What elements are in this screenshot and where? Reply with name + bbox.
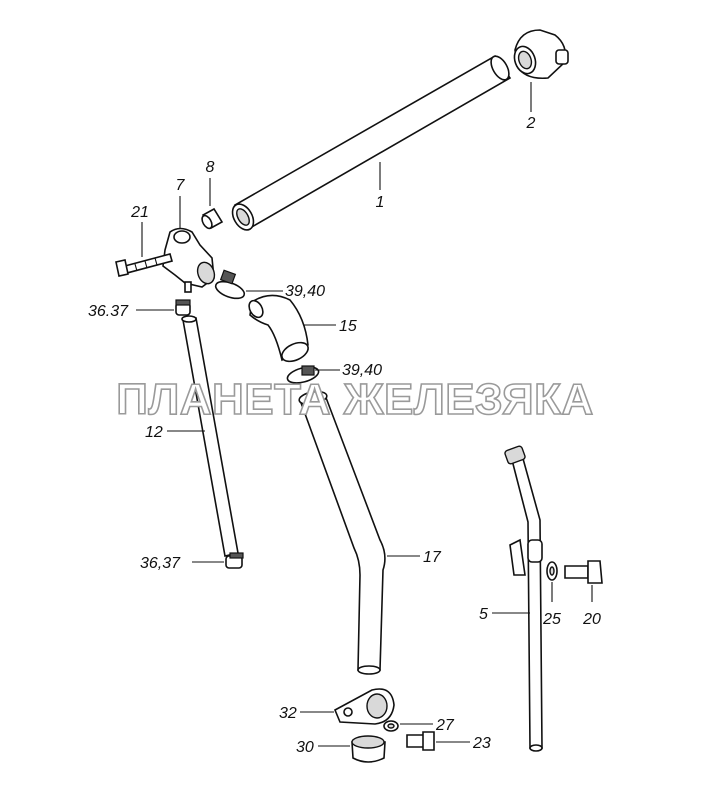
- callout-17: 17: [423, 549, 442, 566]
- callout-36-37-top: 36.37: [88, 303, 129, 320]
- callout-1: 1: [376, 194, 385, 211]
- part-39-40-clamp-bottom: [286, 365, 320, 384]
- callout-30: 30: [296, 739, 314, 756]
- part-2-fitting: [513, 29, 569, 80]
- part-32-clamp: [333, 688, 395, 725]
- callout-32: 32: [279, 705, 297, 722]
- callout-2: 2: [526, 115, 536, 132]
- callout-20: 20: [582, 611, 601, 628]
- part-12-thin-tube: [181, 315, 239, 557]
- part-25-washer: [546, 561, 558, 581]
- part-15-elbow-hose: [248, 294, 309, 363]
- callout-25: 25: [542, 611, 561, 628]
- callout-5: 5: [479, 606, 488, 623]
- callout-27: 27: [435, 717, 455, 734]
- part-7-housing: [162, 227, 216, 293]
- callout-39-40-bottom: 39,40: [342, 362, 382, 379]
- part-8-bushing: [201, 207, 224, 230]
- callout-12: 12: [145, 424, 163, 441]
- callout-36-37-bottom: 36,37: [140, 555, 181, 572]
- callout-39-40-top: 39,40: [285, 283, 325, 300]
- watermark-text: ПЛАНЕТА ЖЕЛЕЗЯКА: [116, 375, 594, 424]
- part-30-ring: [351, 735, 386, 763]
- callout-15: 15: [339, 318, 357, 335]
- part-36-37-clamp-bottom: [225, 552, 244, 569]
- part-20-bolt: [564, 560, 603, 584]
- part-23-bolt: [406, 731, 435, 751]
- part-1-pipe: [231, 54, 512, 231]
- leader-lines: [136, 82, 593, 747]
- part-17-bent-hose: [298, 390, 386, 675]
- part-27-washer: [383, 720, 399, 732]
- callout-8: 8: [206, 159, 215, 176]
- part-5-bracket: [509, 538, 543, 576]
- part-5-bent-tube: [504, 445, 543, 752]
- callout-7: 7: [176, 177, 186, 194]
- callout-23: 23: [472, 735, 491, 752]
- part-21-bolt: [115, 253, 173, 277]
- callout-21: 21: [130, 204, 149, 221]
- part-36-37-clamp-top: [175, 299, 191, 316]
- part-39-40-clamp-top: [214, 269, 246, 300]
